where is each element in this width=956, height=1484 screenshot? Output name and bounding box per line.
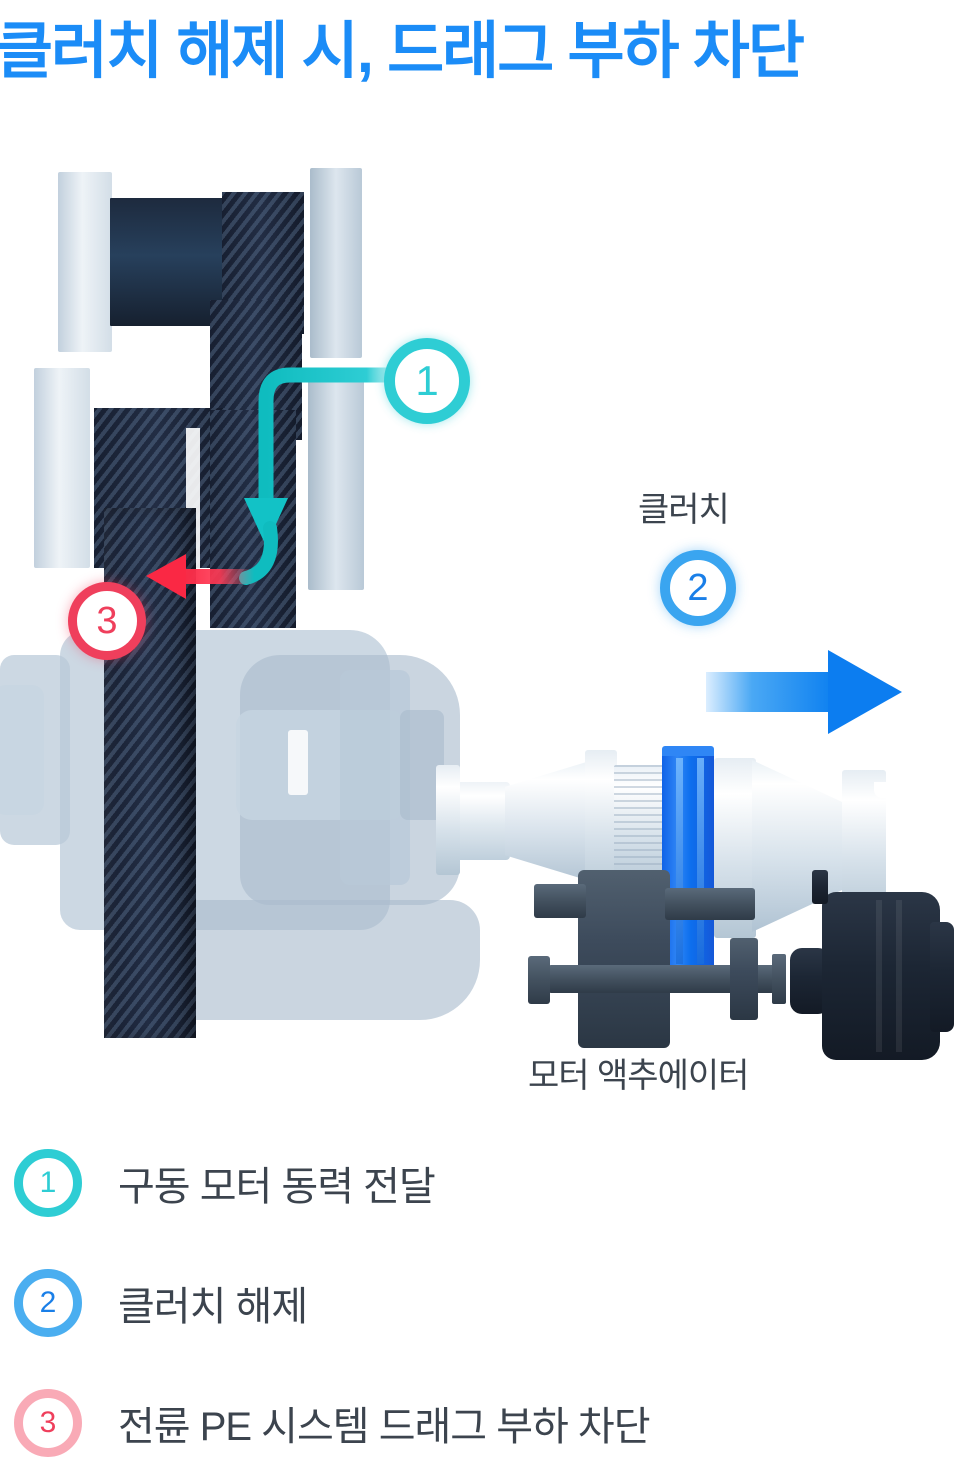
clutch-label: 클러치 [638,491,730,529]
ghost-gearbox-lower-lobe [150,900,480,1020]
output-shaft-end-notch-top [874,782,890,798]
legend-badge-1-number: 1 [39,1166,57,1199]
clutch-spline-section [614,765,670,887]
clutch-release-arrow-blue [706,650,902,734]
clutch-sleeve-groove [676,758,683,964]
upper-left-housing-plate [58,172,112,352]
legend-item-1[interactable]: 1 구동 모터 동력 전달 [14,1142,436,1224]
legend-badge-3: 3 [14,1389,82,1457]
legend-item-3[interactable]: 3 전륜 PE 시스템 드래그 부하 차단 [14,1382,651,1464]
motor-housing-rib-1 [876,900,882,1052]
clutch-sleeve [662,750,714,972]
legend-item-2[interactable]: 2 클러치 해제 [14,1262,308,1344]
legend-badge-2-number: 2 [39,1286,57,1319]
actuator-main-body [578,870,670,1048]
input-shaft-cone [505,760,593,882]
marker-2[interactable]: 2 [660,550,736,626]
page-title: 클러치 해제 시, 드래그 부하 차단 [0,17,805,86]
legend-badge-2: 2 [14,1269,82,1337]
legend: 1 구동 모터 동력 전달 2 클러치 해제 3 전륜 PE 시스템 드래그 부… [0,1128,956,1468]
legend-label-2: 클러치 해제 [118,1285,308,1329]
clutch-sleeve-groove-2 [697,758,704,964]
legend-badge-3-number: 3 [39,1406,57,1439]
motor-housing-rib-2 [896,900,902,1052]
marker-1-number: 1 [415,357,439,404]
motor-mount-tab [812,870,828,904]
input-shaft-flange-left [436,765,460,875]
clutch-sleeve-top-cap [662,746,714,756]
upper-right-housing-plate [310,168,362,358]
marker-3[interactable]: 3 [68,582,146,660]
legend-label-3: 전륜 PE 시스템 드래그 부하 차단 [118,1405,651,1449]
mid-right-housing-plate [308,380,364,590]
marker-3-number: 3 [96,600,118,642]
marker-2-number: 2 [687,567,709,609]
actuator-upper-rod [665,888,755,920]
ghost-gearbox-right-boss [340,670,410,885]
drag-block-arrow-red [146,554,254,599]
mid-left-housing-plate [34,368,90,568]
motor-actuator-label: 모터 액추에이터 [528,1057,749,1095]
actuator-coupling-disc [730,938,758,1020]
actuator-coupling-pin [772,954,786,1004]
input-shaft-stub [452,782,510,860]
power-flow-arrow-teal [239,367,400,585]
legend-label-1: 구동 모터 동력 전달 [118,1165,436,1209]
legend-badge-1: 1 [14,1149,82,1217]
motor-rear-cap [930,922,954,1032]
motor-housing [822,892,940,1060]
actuator-upper-rod-left [534,884,586,918]
ghost-gearbox-left-cap [0,685,44,815]
ghost-gearbox-slot [288,730,308,795]
marker-1[interactable]: 1 [384,338,470,424]
mechanism-diagram: 1 3 [0,110,956,1120]
idler-gear-hub [210,410,296,628]
actuator-lower-shaft-cap [528,956,550,1004]
